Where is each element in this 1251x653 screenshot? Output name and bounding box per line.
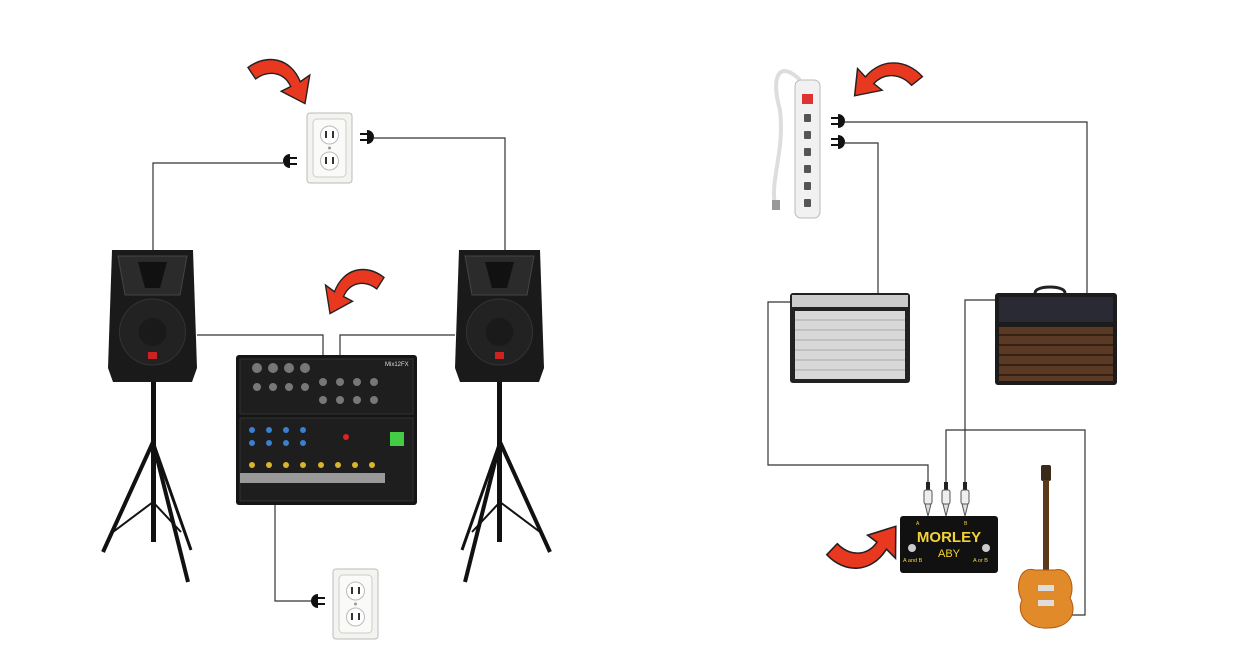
wall-outlet-top — [306, 112, 353, 184]
plug-icon — [311, 594, 325, 608]
red-arrow-icon — [324, 268, 385, 315]
footswitch-right — [982, 544, 990, 552]
wire-guitar-pedal — [945, 429, 1086, 616]
guitar-rig: A B MORLEY ABY A and B A or B — [767, 53, 1117, 629]
pedal-brand: MORLEY — [917, 529, 981, 546]
cable-jack-a — [923, 481, 933, 517]
aby-pedal: A B MORLEY ABY A and B A or B — [900, 516, 998, 573]
pedal-jack-a-label: A — [916, 521, 920, 527]
red-arrow-icon — [824, 514, 902, 577]
pedal-jack-b-label: B — [964, 521, 968, 527]
plug-icon — [831, 114, 845, 128]
pa-speaker-left — [107, 249, 198, 383]
wire-left-amp-pedal — [767, 301, 929, 482]
wire-left-speaker-power — [152, 162, 283, 250]
pa-system: Mix12FX — [101, 58, 552, 640]
wire-left-amp-power — [845, 142, 879, 293]
power-strip — [772, 69, 821, 219]
guitar-amp-right — [995, 285, 1117, 385]
wire-mixer-right-speaker — [339, 334, 455, 355]
speaker-stand-right — [460, 380, 552, 584]
wire-right-amp-pedal — [964, 299, 995, 482]
mixer: Mix12FX — [236, 355, 417, 505]
pedal-model: ABY — [938, 548, 961, 560]
red-arrow-icon — [849, 53, 926, 111]
wire-right-speaker-power — [374, 137, 506, 250]
pa-speaker-right — [454, 249, 545, 383]
mixer-brand-label: Mix12FX — [385, 362, 409, 368]
wire-right-amp-power — [845, 121, 1088, 293]
electric-guitar — [1018, 465, 1074, 629]
guitar-amp-left — [790, 293, 910, 383]
speaker-stand-left — [101, 380, 193, 584]
pedal-left-label: A and B — [903, 558, 923, 564]
cable-jack-b — [960, 481, 970, 517]
footswitch-left — [908, 544, 916, 552]
wall-outlet-bottom — [332, 568, 379, 640]
pedal-right-label: A or B — [973, 558, 988, 564]
plug-icon — [283, 154, 297, 168]
cable-jack-input — [941, 481, 951, 517]
plug-icon — [831, 135, 845, 149]
wire-mixer-power — [274, 505, 312, 602]
plug-icon — [360, 130, 374, 144]
wire-mixer-left-speaker — [197, 334, 324, 355]
red-arrow-icon — [247, 58, 311, 105]
